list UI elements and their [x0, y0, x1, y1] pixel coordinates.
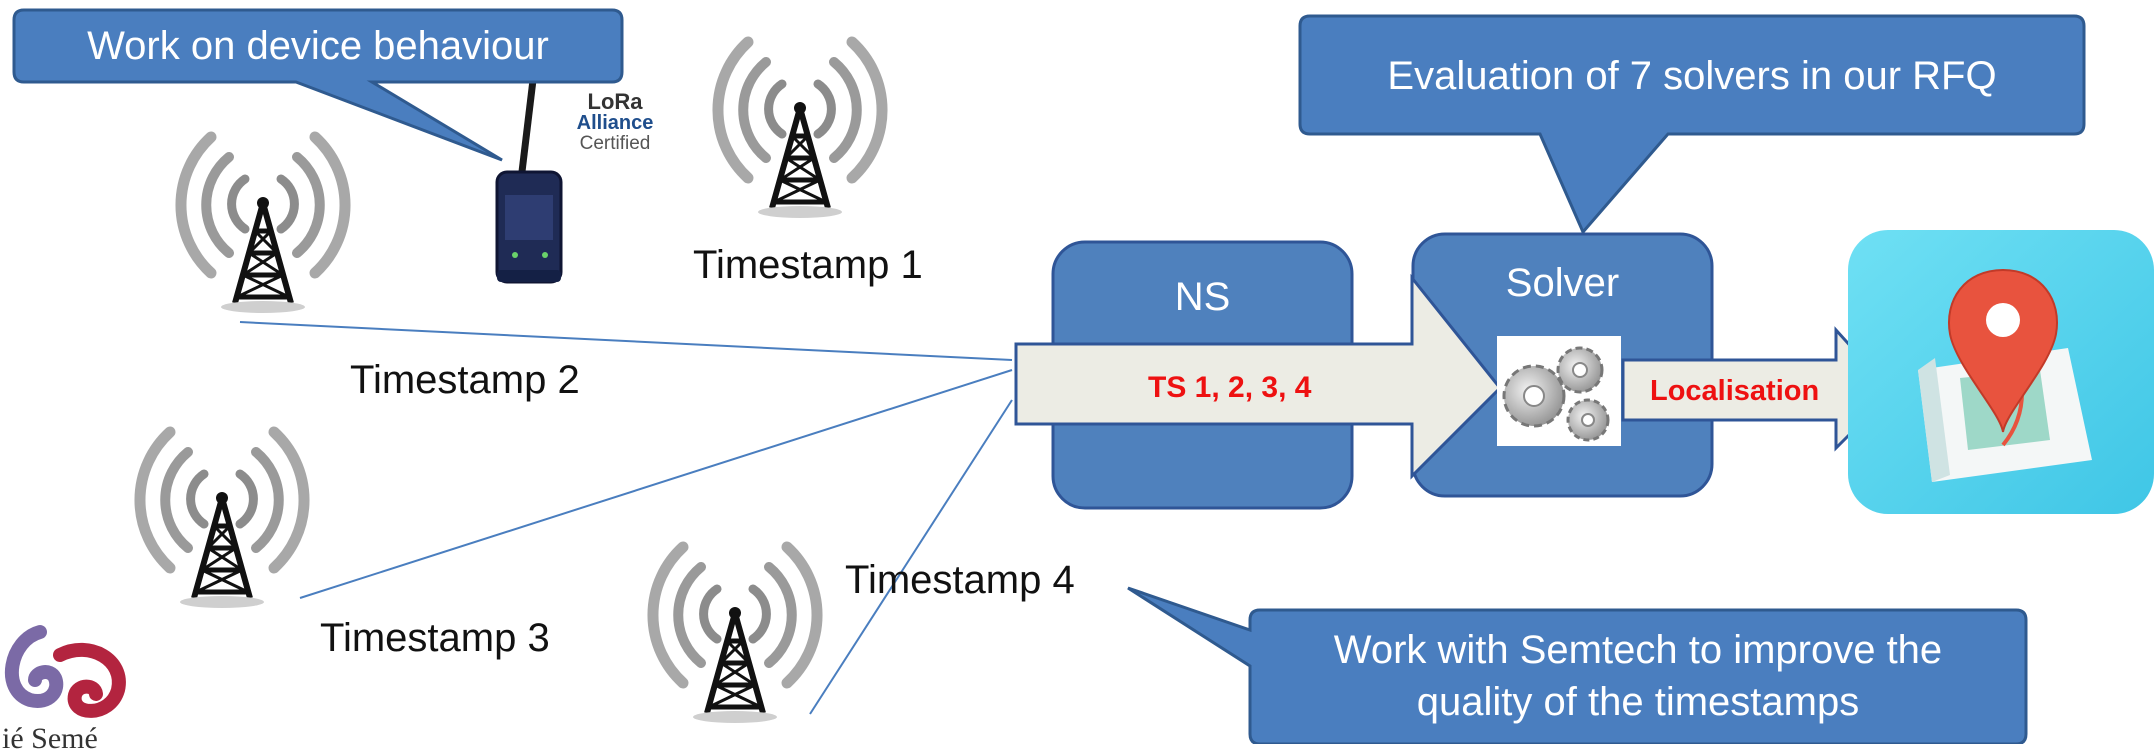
- lora-device-icon: [495, 79, 563, 284]
- map-pin-icon: [1848, 230, 2154, 514]
- lora-logo-line1: LoRa: [587, 89, 643, 114]
- callout-solvers-text: Evaluation of 7 solvers in our RFQ: [1387, 54, 1997, 98]
- ts-payload-label: TS 1, 2, 3, 4: [1148, 371, 1312, 404]
- timestamp-4-label: Timestamp 4: [845, 558, 1075, 602]
- tower-1-icon: [181, 137, 345, 313]
- gears-icon: [1497, 336, 1621, 446]
- lora-logo-line3: Certified: [579, 133, 651, 155]
- footer-partial-text: ié Semé: [2, 722, 98, 755]
- solver-label: Solver: [1505, 261, 1620, 305]
- callout-semtech-text: Work with Semtech to improve the quality…: [1250, 624, 2026, 728]
- link-tower2: [239, 321, 1013, 361]
- callout-device-behaviour-text: Work on device behaviour: [87, 24, 549, 68]
- localisation-label: Localisation: [1650, 375, 1820, 407]
- partner-logo-icon: [5, 625, 126, 718]
- timestamp-3-label: Timestamp 3: [320, 616, 550, 660]
- tower-2-icon: [718, 42, 882, 218]
- lora-logo-line2: Alliance: [576, 112, 654, 135]
- tower-3-icon: [140, 432, 304, 608]
- link-tower3: [299, 369, 1013, 599]
- connection-lines: [239, 321, 1013, 715]
- callout-semtech-line1: Work with Semtech to improve the: [1333, 628, 1943, 672]
- callout-device-behaviour: [12, 8, 624, 162]
- callout-semtech-line2: quality of the timestamps: [1416, 680, 1860, 724]
- link-tower4: [809, 399, 1013, 715]
- ns-label: NS: [1174, 275, 1231, 319]
- timestamp-2-label: Timestamp 2: [350, 358, 580, 402]
- timestamp-1-label: Timestamp 1: [693, 243, 923, 287]
- ts-arrow: [1014, 273, 1503, 480]
- callout-solvers: [1298, 14, 2086, 235]
- tower-4-icon: [653, 547, 817, 723]
- lora-certified-logo: LoRa Alliance Certified: [575, 90, 655, 154]
